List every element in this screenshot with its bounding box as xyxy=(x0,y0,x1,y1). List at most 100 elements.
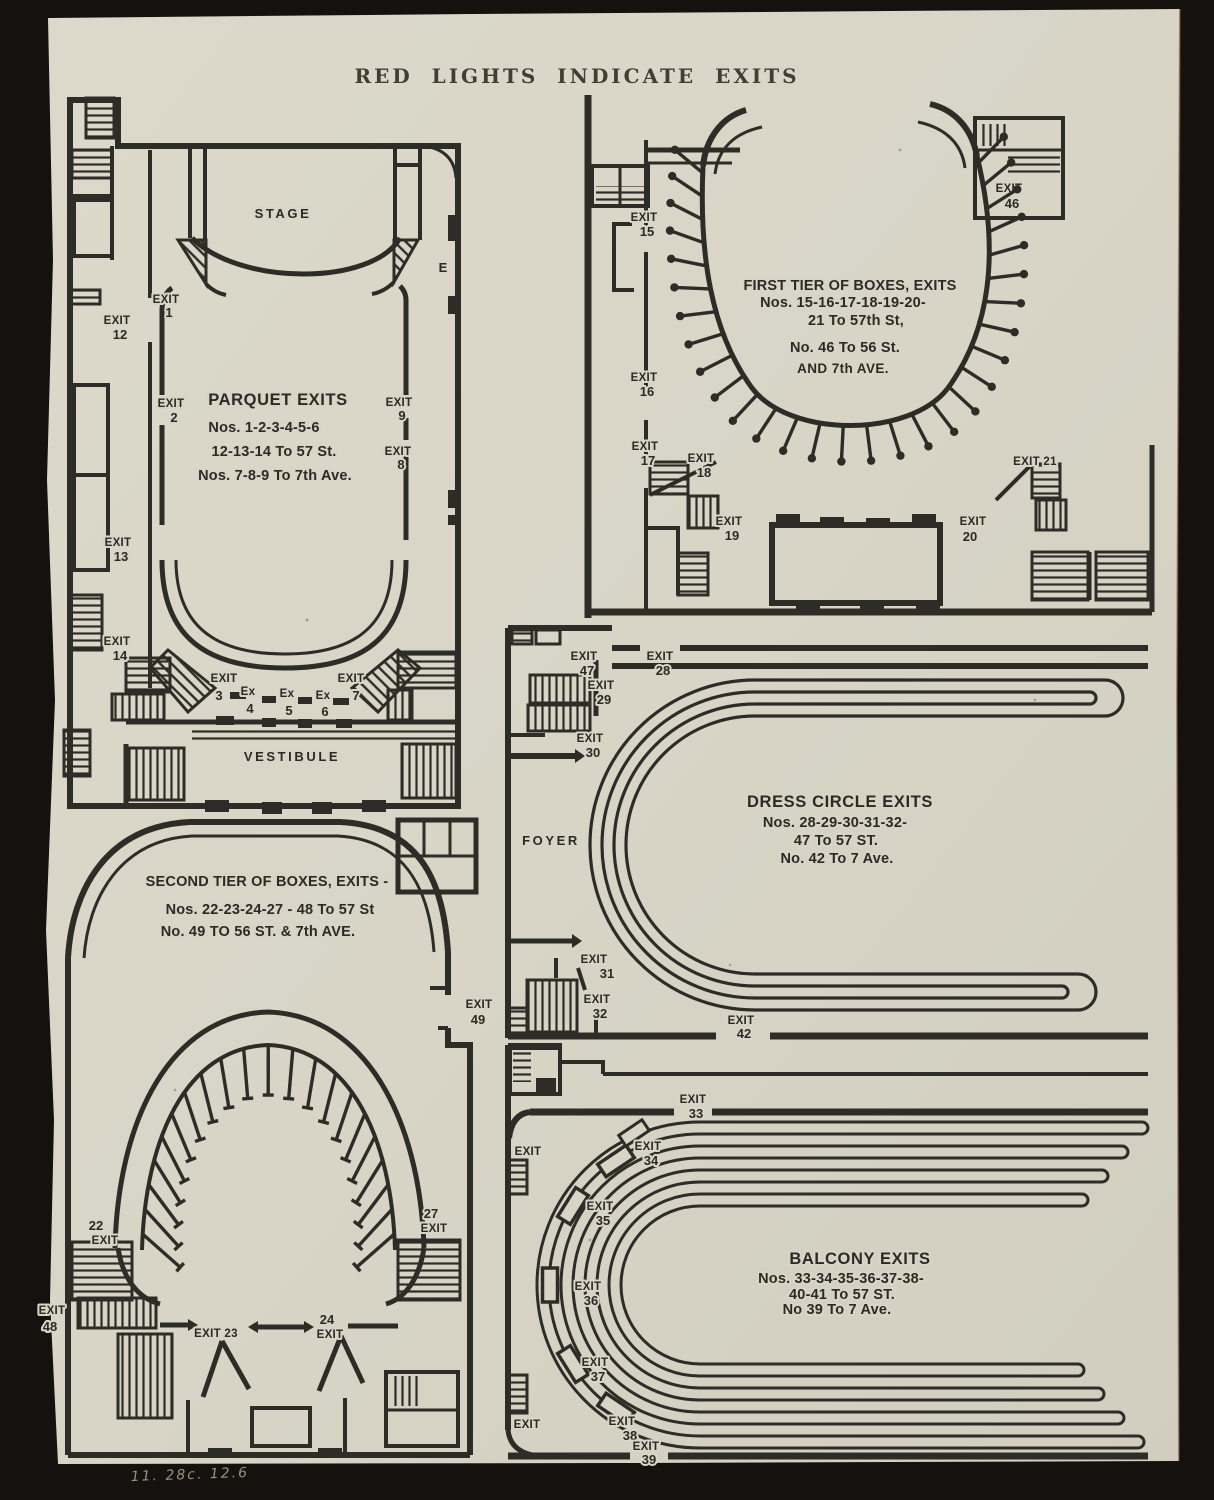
stage-door-label: E xyxy=(439,260,448,275)
exit-22-label: EXIT xyxy=(92,1235,119,1247)
dress-legend-1: DRESS CIRCLE EXITS xyxy=(747,793,933,811)
exit-8-label: EXIT xyxy=(385,446,412,458)
tier2-legend-1: SECOND TIER OF BOXES, EXITS - xyxy=(146,874,389,890)
parquet-legend-3: 12-13-14 To 57 St. xyxy=(211,444,336,460)
exit-48-num: 48 xyxy=(43,1319,57,1334)
exit-9-num: 9 xyxy=(398,408,405,423)
exit-6-label: Ex xyxy=(316,690,331,702)
exit-23-label: EXIT 23 xyxy=(194,1328,238,1340)
parquet-plan: STAGE VESTIBULE E PARQUET EXITS Nos. 1-2… xyxy=(62,96,461,814)
exit-24-num: 24 xyxy=(320,1312,335,1327)
exit-12-num: 12 xyxy=(113,327,127,342)
exit-18-label: EXIT xyxy=(688,453,715,465)
exit-12-label: EXIT xyxy=(104,315,131,327)
exit-37-num: 37 xyxy=(591,1369,605,1384)
exit-30-num: 30 xyxy=(586,745,600,760)
exit-34-label: EXIT xyxy=(635,1141,662,1153)
second-tier-plan: SECOND TIER OF BOXES, EXITS - Nos. 22-23… xyxy=(37,817,494,1458)
exit-6-num: 6 xyxy=(321,704,328,719)
exit-47-num: 47 xyxy=(580,663,594,678)
exit-3-num: 3 xyxy=(215,688,222,703)
dress-legend-4: No. 42 To 7 Ave. xyxy=(780,851,893,867)
tier1-u-ticks xyxy=(665,132,1029,466)
exit-19-num: 19 xyxy=(725,528,739,543)
exit-29-label: EXIT xyxy=(588,680,615,692)
exit-17-num: 17 xyxy=(641,453,655,468)
foyer-label: FOYER xyxy=(522,833,580,848)
exit-34-num: 34 xyxy=(644,1153,659,1168)
exit-31-num: 31 xyxy=(600,966,614,981)
exit-4-label: Ex xyxy=(241,686,256,698)
exit-18-num: 18 xyxy=(697,465,711,480)
exit-17-label: EXIT xyxy=(632,441,659,453)
exit-14-label: EXIT xyxy=(104,636,131,648)
tier1-legend-2: Nos. 15-16-17-18-19-20- xyxy=(760,295,926,311)
balcony-plan: BALCONY EXITS Nos. 33-34-35-36-37-38- 40… xyxy=(505,1043,1150,1469)
exit-2-label: EXIT xyxy=(158,398,185,410)
stage-label: STAGE xyxy=(255,206,312,221)
exit-19-label: EXIT xyxy=(716,516,743,528)
tier1-legend-5: AND 7th AVE. xyxy=(797,361,889,376)
exit-5-label: Ex xyxy=(280,688,295,700)
exit-2-num: 2 xyxy=(170,410,177,425)
tier2-legend-2: Nos. 22-23-24-27 - 48 To 57 St xyxy=(166,902,375,918)
tier1-legend-3: 21 To 57th St, xyxy=(808,313,904,329)
exit-3-label: EXIT xyxy=(211,673,238,685)
exit-4-num: 4 xyxy=(246,701,254,716)
exit-31-label: EXIT xyxy=(581,954,608,966)
exit-8-num: 8 xyxy=(397,457,404,472)
exit-30-label: EXIT xyxy=(577,733,604,745)
exit-39-label: EXIT xyxy=(633,1441,660,1453)
exit-35-label: EXIT xyxy=(587,1201,614,1213)
exit-9-label: EXIT xyxy=(386,397,413,409)
exit-16-label: EXIT xyxy=(631,372,658,384)
dome-inner-ticks xyxy=(141,1045,396,1273)
exit-29-num: 29 xyxy=(597,692,611,707)
exit-27-num: 27 xyxy=(424,1206,438,1221)
balcony-legend-3: 40-41 To 57 ST. xyxy=(789,1287,895,1303)
exit-24-label: EXIT xyxy=(317,1329,344,1341)
balcony-legend-2: Nos. 33-34-35-36-37-38- xyxy=(758,1271,924,1287)
exit-46-num: 46 xyxy=(1005,196,1019,211)
exit-side-upper-label: EXIT xyxy=(515,1146,542,1158)
page-title: RED LIGHTS INDICATE EXITS xyxy=(354,64,799,88)
dress-legend-2: Nos. 28-29-30-31-32- xyxy=(763,815,907,831)
exit-42-label: EXIT xyxy=(728,1015,755,1027)
dress-legend-3: 47 To 57 ST. xyxy=(794,833,878,849)
exit-36-label: EXIT xyxy=(575,1281,602,1293)
exit-20-label: EXIT xyxy=(960,516,987,528)
exit-32-label: EXIT xyxy=(584,994,611,1006)
exit-7-label: EXIT xyxy=(338,673,365,685)
exit-39-num: 39 xyxy=(642,1452,656,1467)
exit-33-label: EXIT xyxy=(680,1094,707,1106)
exit-37-label: EXIT xyxy=(582,1357,609,1369)
exit-42-num: 42 xyxy=(737,1026,751,1041)
exit-32-num: 32 xyxy=(593,1006,607,1021)
exit-13-num: 13 xyxy=(114,549,128,564)
paper-speckles xyxy=(173,148,1037,1242)
tier2-legend-3: No. 49 TO 56 ST. & 7th AVE. xyxy=(161,924,356,940)
exit-1-label: EXIT xyxy=(153,294,180,306)
exit-28-num: 28 xyxy=(656,663,670,678)
vestibule-label: VESTIBULE xyxy=(244,749,340,764)
exit-36-num: 36 xyxy=(584,1293,598,1308)
exit-1-num: 1 xyxy=(165,305,172,320)
exit-27-label: EXIT xyxy=(421,1223,448,1235)
exit-47-label: EXIT xyxy=(571,651,598,663)
exit-15-label: EXIT xyxy=(631,212,658,224)
exit-7-num: 7 xyxy=(352,688,359,703)
exit-28-label: EXIT xyxy=(647,651,674,663)
parquet-legend-1: PARQUET EXITS xyxy=(208,391,348,409)
first-tier-plan: FIRST TIER OF BOXES, EXITS Nos. 15-16-17… xyxy=(584,95,1155,618)
pencil-note: 11. 28c. 12.6 xyxy=(130,1465,249,1485)
exit-16-num: 16 xyxy=(640,384,654,399)
exit-22-num: 22 xyxy=(89,1218,103,1233)
exit-15-num: 15 xyxy=(640,224,654,239)
exit-33-num: 33 xyxy=(689,1106,703,1121)
tier1-legend-1: FIRST TIER OF BOXES, EXITS xyxy=(743,278,956,294)
balcony-legend-4: No 39 To 7 Ave. xyxy=(783,1302,892,1318)
exit-21-label: EXIT 21 xyxy=(1013,456,1057,468)
tier1-legend-4: No. 46 To 56 St. xyxy=(790,340,900,356)
